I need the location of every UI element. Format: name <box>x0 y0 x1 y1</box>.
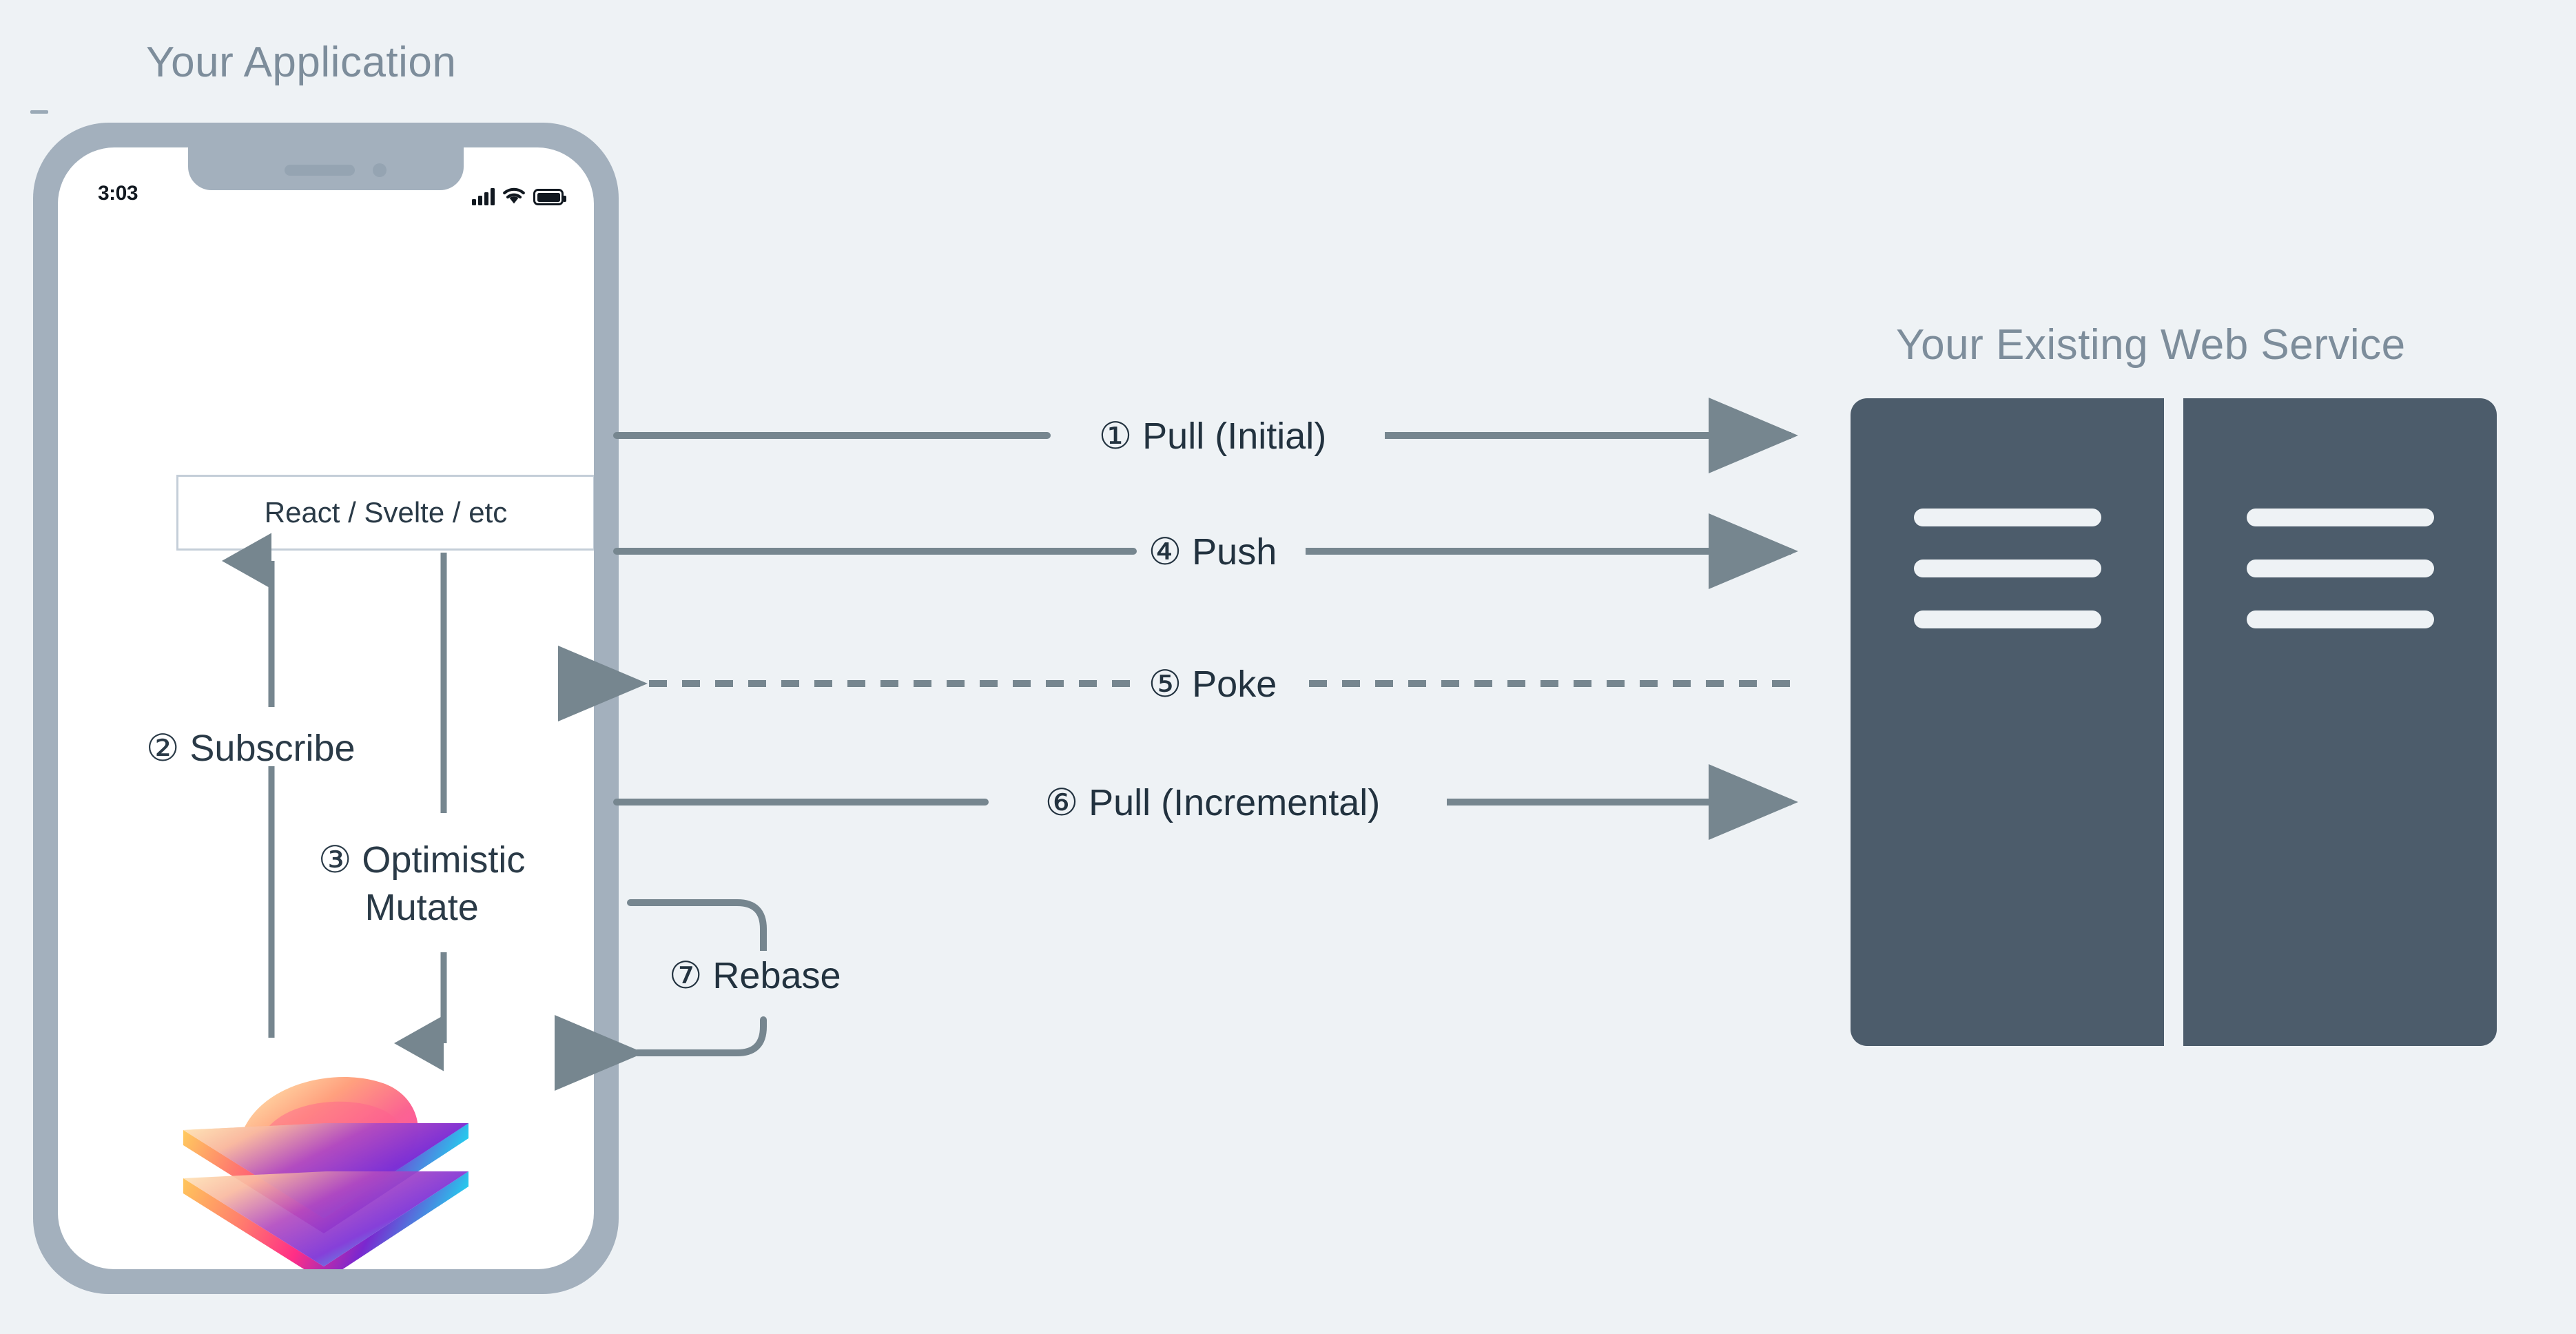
status-time: 3:03 <box>98 182 138 205</box>
earpiece-speaker-icon <box>285 165 355 176</box>
replicache-logo <box>183 1077 468 1269</box>
inner-flow-arrows <box>222 533 447 1071</box>
server-bar <box>2247 610 2434 628</box>
server-bar <box>1914 509 2101 526</box>
flow-label-pull-incremental: ⑥ Pull (Incremental) <box>1042 780 1383 824</box>
flow-line-rebase-b <box>555 1015 767 1091</box>
flow-label-rebase: ⑦ Rebase <box>665 951 845 1000</box>
replicache-block: Replicache <box>178 1064 474 1269</box>
front-camera-icon <box>373 163 387 177</box>
stray-dash-mark <box>30 110 48 114</box>
phone-screen: 3:03 React / Svelte / etc <box>58 147 594 1269</box>
flow-row-push: ④ Push <box>613 524 1812 579</box>
phone-notch <box>188 147 464 190</box>
signal-bars-icon <box>472 188 495 205</box>
app-section-title: Your Application <box>146 39 457 86</box>
phone-device: 3:03 React / Svelte / etc <box>33 123 619 1294</box>
battery-full-icon <box>533 189 566 205</box>
server-bar <box>1914 560 2101 577</box>
flow-row-poke: ⑤ Poke <box>613 656 1812 711</box>
flow-label-poke: ⑤ Poke <box>1145 661 1280 706</box>
flow-label-push: ④ Push <box>1145 529 1280 573</box>
flow-row-pull-initial: ① Pull (Initial) <box>613 408 1812 463</box>
flow-label-pull-initial: ① Pull (Initial) <box>1095 413 1330 458</box>
service-section-title: Your Existing Web Service <box>1896 321 2406 369</box>
step-optimistic-mutate-label: ③ Optimistic Mutate <box>318 839 526 929</box>
status-bar: 3:03 <box>58 181 594 214</box>
step-subscribe-label: ② Subscribe <box>146 728 356 769</box>
server-rack-1[interactable] <box>1851 398 2164 1046</box>
server-group <box>1851 398 2497 1046</box>
server-bar <box>2247 560 2434 577</box>
framework-box[interactable]: React / Svelte / etc <box>176 475 594 551</box>
flow-row-pull-incremental: ⑥ Pull (Incremental) <box>613 774 1812 830</box>
wifi-icon <box>503 187 525 204</box>
framework-box-label: React / Svelte / etc <box>264 496 508 529</box>
status-icons <box>472 181 566 205</box>
server-bar <box>1914 610 2101 628</box>
server-bar <box>2247 509 2434 526</box>
server-rack-2[interactable] <box>2183 398 2497 1046</box>
